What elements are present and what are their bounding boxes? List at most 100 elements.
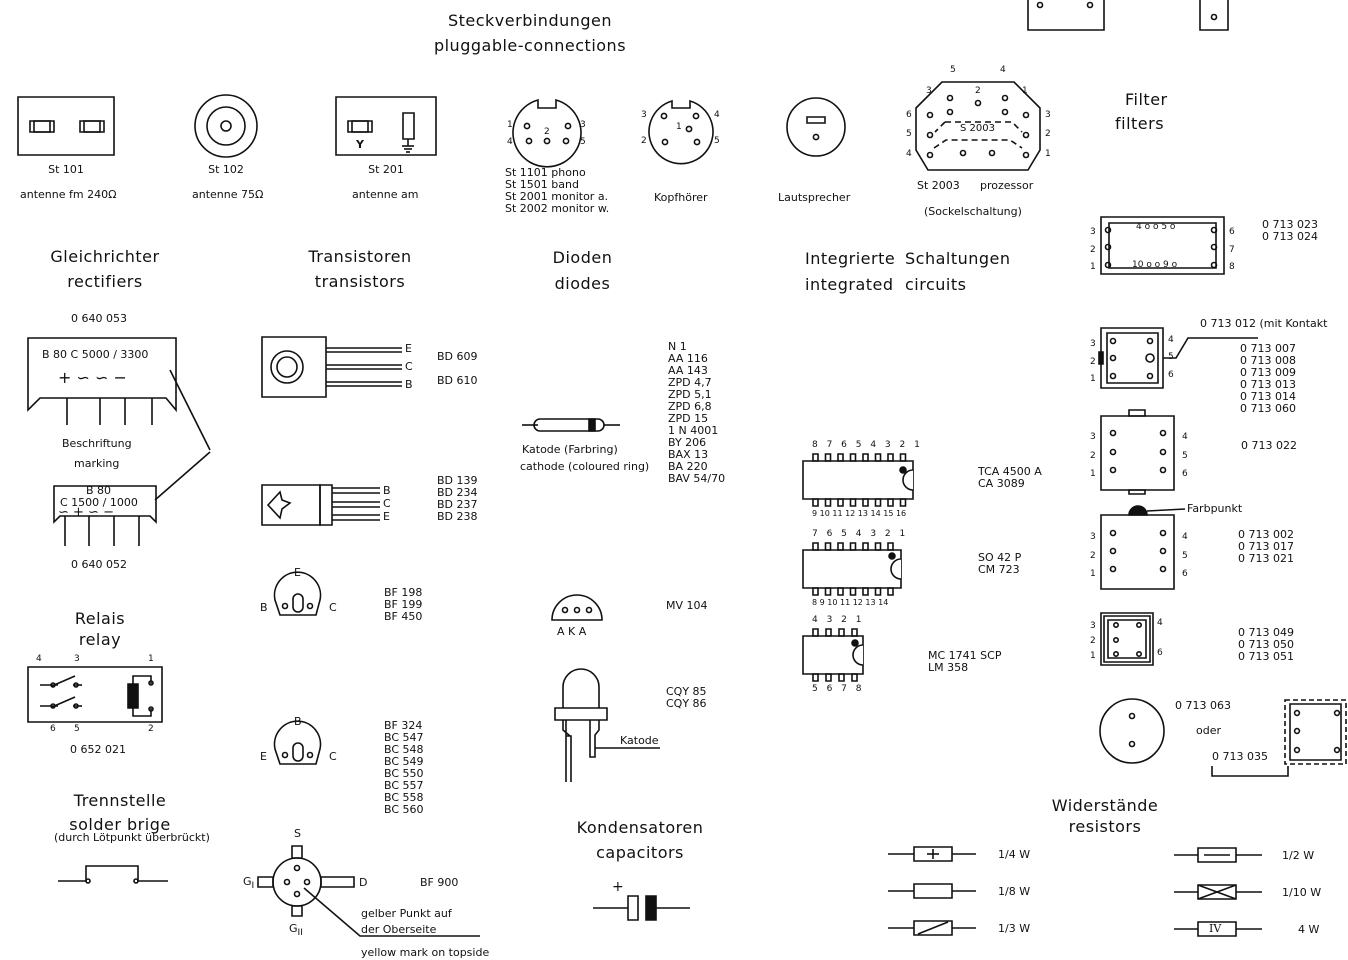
transistor-type: BC 557	[384, 779, 424, 792]
led-types: CQY 85 CQY 86	[666, 686, 707, 710]
led-type: CQY 86	[666, 697, 707, 710]
rectifier-top-label: B 80 C 5000 / 3300	[42, 348, 149, 361]
title-en: pluggable-connections	[433, 36, 627, 55]
f3-right-pins: 4 5 6	[1182, 428, 1188, 484]
resistor-quarter-w	[888, 847, 976, 861]
ic8-types: MC 1741 SCP LM 358	[928, 650, 1001, 674]
bf324-types: BF 324 BC 547 BC 548 BC 549 BC 550 BC 55…	[384, 720, 424, 816]
st2003-pin3: 3	[1045, 110, 1051, 120]
led-type: CQY 85	[666, 685, 707, 698]
f1-right-pins: 6 7 8	[1229, 224, 1235, 277]
bd139-pin-b: B	[383, 484, 391, 497]
f1-top-pins: 4 o o 5 o	[1136, 222, 1176, 232]
filter-code: 0 713 021	[1238, 552, 1294, 565]
filter-pin: 5	[1182, 550, 1188, 561]
transistor-type: BD 139	[437, 474, 478, 487]
ic-pin	[826, 454, 831, 461]
rectifier-marking-en: marking	[74, 457, 120, 470]
st2003-pin1-top: 1	[1022, 86, 1028, 96]
resistor-label-4w: 4 W	[1298, 923, 1320, 936]
filter-pin: 3	[1090, 227, 1096, 237]
filter-pin: 1	[1090, 374, 1096, 384]
bf198-pin-c: C	[329, 601, 337, 614]
diode-cathode-de: Katode (Farbring)	[522, 443, 618, 456]
bf324-pin-b: B	[294, 715, 302, 728]
filter-code: 0 713 009	[1240, 366, 1296, 379]
f4-farbpunkt: Farbpunkt	[1187, 502, 1243, 515]
bd609-pin-e: E	[405, 342, 412, 355]
bf900-pin-d: D	[359, 876, 368, 889]
ics-heading-en2: circuits	[905, 275, 967, 294]
varicap-symbol	[552, 595, 602, 620]
filters-heading-en: filters	[1115, 114, 1165, 133]
transistor-bf198	[275, 572, 321, 615]
filter-code: 0 713 017	[1238, 540, 1294, 553]
st201-y-label: Y	[356, 138, 364, 151]
bd139-pin-e: E	[383, 510, 390, 523]
din5-connector	[513, 100, 581, 167]
st2003-inner: S 2003	[960, 123, 995, 134]
filter-pin: 4	[1182, 532, 1188, 542]
filter-0713002	[1101, 506, 1185, 589]
filter-pin: 2	[1090, 550, 1096, 561]
ic-pin	[851, 454, 856, 461]
ic-pin	[813, 629, 818, 636]
f2-left-pins: 3 2 1	[1090, 336, 1096, 389]
bd609-pin-b: B	[405, 378, 413, 391]
ic-pin	[813, 543, 818, 550]
headphone-connector	[649, 101, 713, 164]
speaker-label: Lautsprecher	[778, 191, 851, 204]
ic-pin-stubs	[813, 454, 906, 681]
ic-type: CA 3089	[978, 477, 1025, 490]
ic-pin	[826, 674, 831, 681]
varicap-type: MV 104	[666, 599, 708, 612]
transistor-type: BC 547	[384, 731, 424, 744]
ic-pin	[876, 588, 881, 595]
st2003-pin5: 5	[950, 65, 956, 75]
f1-codes: 0 713 023 0 713 024	[1262, 219, 1318, 243]
ic-pin	[826, 543, 831, 550]
filters-heading-de: Filter	[1125, 90, 1168, 109]
ics-heading-de2: Schaltungen	[905, 249, 1011, 268]
transistor-type: BC 550	[384, 767, 424, 780]
ic-pin	[851, 588, 856, 595]
speaker-connector	[787, 98, 845, 156]
rectifier-top-symbols: + ∽ ∽ −	[58, 368, 127, 387]
filter-code: 0 713 007	[1240, 342, 1296, 355]
din5-list-item: St 2002 monitor w.	[505, 202, 610, 215]
ic-pin	[838, 543, 843, 550]
diode-type: N 1	[668, 340, 687, 353]
transistor-bd609	[262, 337, 402, 397]
relay-pin5: 5	[74, 724, 80, 734]
filter-pin: 8	[1229, 262, 1235, 272]
resistor-label-half: 1/2 W	[1282, 849, 1315, 862]
solder-note: (durch Lötpunkt überbrückt)	[54, 831, 210, 844]
ic-pin	[813, 454, 818, 461]
ic8-top-pins: 4 3 2 1	[812, 615, 865, 625]
ic-16pin	[803, 461, 913, 499]
transistor-bf324	[275, 721, 321, 764]
st101-connector	[18, 97, 114, 155]
bf324-pin-c: C	[329, 750, 337, 763]
headphone-label: Kopfhörer	[654, 191, 708, 204]
ic14-top-pins: 7 6 5 4 3 2 1	[812, 529, 909, 539]
resistor-label-eighth: 1/8 W	[998, 885, 1031, 898]
din5-pin5: 5	[580, 137, 586, 147]
resistor-eighth-w	[888, 884, 976, 898]
st2003-pin3-top: 3	[926, 86, 932, 96]
headphone-pin5: 5	[714, 136, 720, 146]
resistor-label-tenth: 1/10 W	[1282, 886, 1322, 899]
relay-heading-en: relay	[78, 630, 122, 649]
st2003-pin2: 2	[1045, 129, 1051, 139]
top-right-fragments	[1028, 0, 1228, 30]
bd139-pin-c: C	[383, 497, 391, 510]
ic-pin	[813, 499, 818, 506]
st2003-pin5-left: 5	[906, 129, 912, 139]
f4-codes: 0 713 002 0 713 017 0 713 021	[1238, 529, 1294, 565]
filter-pin: 3	[1090, 432, 1096, 442]
solder-bridge-symbol	[58, 866, 168, 883]
st2003-pin6: 6	[906, 110, 912, 120]
filter-code: 0 713 051	[1238, 650, 1294, 663]
ic16-types: TCA 4500 A CA 3089	[978, 466, 1042, 490]
relay-pin6: 6	[50, 724, 56, 734]
